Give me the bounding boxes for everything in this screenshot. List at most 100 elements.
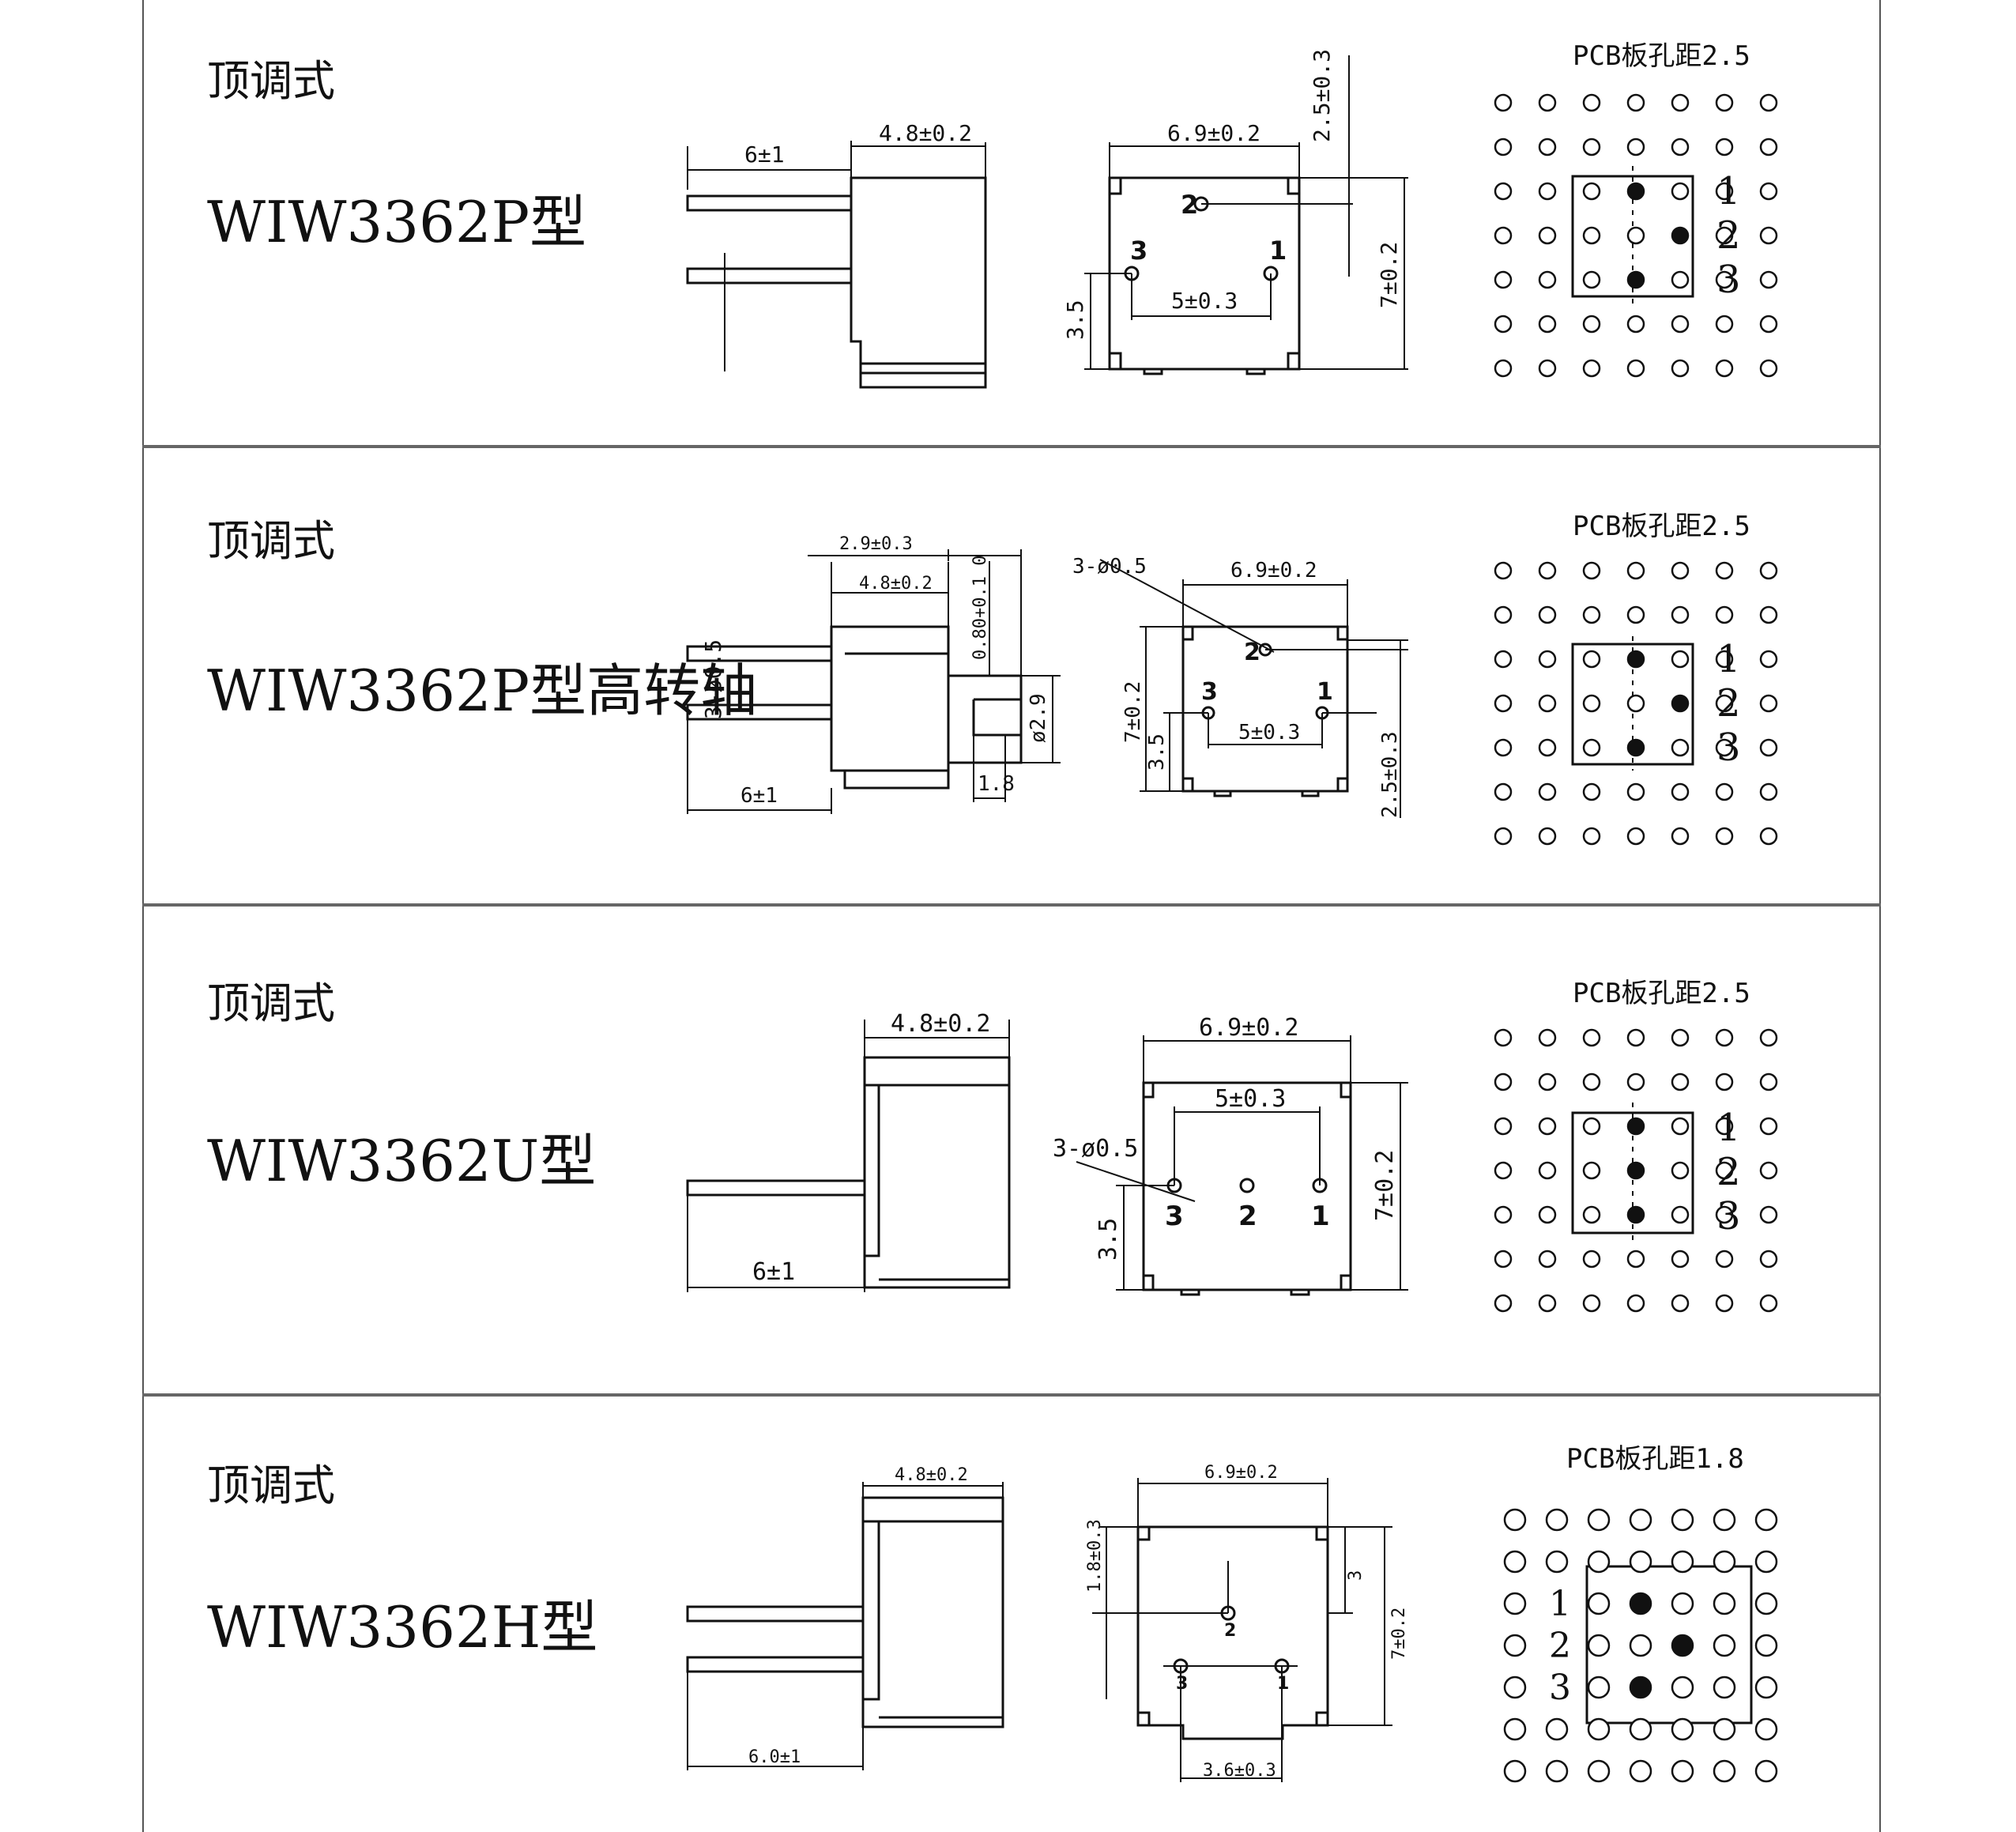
pcb-hole bbox=[1582, 1250, 1601, 1268]
pcb-hole bbox=[1494, 1117, 1513, 1136]
dim-pin-spacing: 3.6±0.3 bbox=[1203, 1761, 1276, 1781]
pcb-hole bbox=[1759, 561, 1778, 580]
section-divider bbox=[142, 1393, 1881, 1397]
pcb-hole bbox=[1715, 1294, 1734, 1313]
pcb-pin-label: 3 bbox=[1716, 258, 1741, 302]
pcb-hole bbox=[1494, 650, 1513, 669]
dim-pins: 3-ø0.5 bbox=[1072, 555, 1147, 579]
pcb-hole bbox=[1715, 561, 1734, 580]
pcb-hole bbox=[1629, 1634, 1652, 1657]
pcb-hole bbox=[1759, 1161, 1778, 1180]
pcb-hole bbox=[1587, 1508, 1611, 1532]
pcb-hole bbox=[1494, 138, 1513, 156]
pcb-pin-label: 2 bbox=[1716, 213, 1741, 258]
pcb-hole bbox=[1494, 605, 1513, 624]
pcb-hole bbox=[1494, 694, 1513, 713]
dim-width: 6.9±0.2 bbox=[1204, 1463, 1278, 1483]
pcb-hole bbox=[1713, 1634, 1736, 1657]
dim-lead-length: 6±1 bbox=[744, 141, 785, 168]
pcb-hole bbox=[1538, 93, 1557, 112]
pcb-hole bbox=[1671, 1161, 1690, 1180]
pcb-hole bbox=[1538, 270, 1557, 289]
pcb-hole bbox=[1582, 93, 1601, 112]
pcb-hole bbox=[1754, 1759, 1778, 1783]
pcb-hole bbox=[1582, 694, 1601, 713]
pcb-pin-hole bbox=[1629, 1676, 1652, 1699]
dim-shaft-tol: 0.80+0.1 0 bbox=[970, 556, 990, 660]
pcb-hole bbox=[1582, 1117, 1601, 1136]
pcb-hole bbox=[1626, 226, 1645, 245]
pcb-hole-grid bbox=[1503, 1508, 1778, 1783]
pcb-hole bbox=[1582, 827, 1601, 846]
pcb-hole bbox=[1582, 270, 1601, 289]
pcb-hole bbox=[1582, 359, 1601, 378]
pcb-hole bbox=[1538, 1161, 1557, 1180]
pcb-hole bbox=[1626, 138, 1645, 156]
dim-right-offset: 3 bbox=[1346, 1570, 1366, 1581]
pcb-hole bbox=[1626, 1028, 1645, 1047]
pcb-hole bbox=[1626, 1072, 1645, 1091]
pcb-hole bbox=[1494, 1072, 1513, 1091]
dim-lead-length: 6±1 bbox=[740, 784, 778, 808]
pcb-hole bbox=[1626, 1294, 1645, 1313]
pcb-hole bbox=[1715, 182, 1734, 201]
pcb-hole bbox=[1671, 138, 1690, 156]
pcb-hole bbox=[1759, 182, 1778, 201]
pcb-hole bbox=[1626, 561, 1645, 580]
pcb-hole bbox=[1671, 1717, 1694, 1741]
pcb-hole bbox=[1503, 1508, 1527, 1532]
pin-label: 3 bbox=[1201, 678, 1218, 706]
pcb-hole bbox=[1582, 605, 1601, 624]
pcb-hole bbox=[1494, 226, 1513, 245]
pcb-hole bbox=[1538, 226, 1557, 245]
dim-body-depth: 4.8±0.2 bbox=[895, 1465, 968, 1485]
pcb-hole bbox=[1494, 182, 1513, 201]
pcb-hole bbox=[1715, 782, 1734, 801]
pcb-pin-hole bbox=[1671, 694, 1690, 713]
pcb-hole bbox=[1582, 138, 1601, 156]
pcb-hole bbox=[1671, 1250, 1690, 1268]
pcb-pin-label: 1 bbox=[1716, 637, 1741, 681]
pcb-hole bbox=[1671, 782, 1690, 801]
pcb-hole bbox=[1587, 1592, 1611, 1615]
pcb-hole bbox=[1582, 1294, 1601, 1313]
pcb-pin-hole bbox=[1671, 1634, 1694, 1657]
pcb-hole bbox=[1494, 1205, 1513, 1224]
pcb-hole bbox=[1545, 1759, 1569, 1783]
pcb-hole bbox=[1754, 1592, 1778, 1615]
pcb-hole bbox=[1671, 738, 1690, 757]
section-divider bbox=[142, 445, 1881, 448]
pcb-hole bbox=[1759, 1294, 1778, 1313]
drawing-wiw3362p-high-shaft: 2.9±0.3 4.8±0.2 0.80+0.1 0 ø2.9 6±1 1.8 … bbox=[686, 511, 1778, 846]
dim-shaft-dia: ø2.9 bbox=[1027, 693, 1050, 743]
pcb-hole bbox=[1538, 1205, 1557, 1224]
pcb-hole bbox=[1494, 270, 1513, 289]
pcb-hole bbox=[1715, 605, 1734, 624]
pcb-hole bbox=[1759, 226, 1778, 245]
pcb-hole bbox=[1545, 1508, 1569, 1532]
product-section-wiw3362u: 顶调式 WIW3362U型 4.8±0.2 6±1 bbox=[144, 905, 1879, 1393]
dim-lead-length: 6±1 bbox=[752, 1258, 795, 1286]
dim-pin-height: 3.5 bbox=[1095, 1218, 1122, 1261]
pcb-hole bbox=[1754, 1550, 1778, 1574]
category-label: 顶调式 bbox=[207, 978, 335, 1028]
pcb-hole bbox=[1626, 827, 1645, 846]
pcb-hole bbox=[1715, 1072, 1734, 1091]
pcb-hole bbox=[1629, 1550, 1652, 1574]
section-divider bbox=[142, 903, 1881, 907]
pcb-hole bbox=[1671, 270, 1690, 289]
pcb-hole bbox=[1759, 738, 1778, 757]
pcb-hole bbox=[1759, 1072, 1778, 1091]
dim-lead-length: 6.0±1 bbox=[748, 1747, 801, 1767]
drawing-wiw3362h: 4.8±0.2 6.0±1 6.9±0.2 1.8±0.3 3 7±0.2 3.… bbox=[686, 1443, 1778, 1783]
pcb-hole bbox=[1671, 827, 1690, 846]
model-name: WIW3362H型 bbox=[207, 1594, 598, 1660]
pcb-title: PCB板孔距2.5 bbox=[1573, 40, 1750, 72]
pcb-hole bbox=[1494, 359, 1513, 378]
pcb-title: PCB板孔距1.8 bbox=[1566, 1443, 1744, 1475]
pcb-hole-grid bbox=[1494, 1028, 1778, 1313]
pcb-hole bbox=[1671, 1592, 1694, 1615]
pcb-hole bbox=[1494, 1028, 1513, 1047]
dim-pin-spacing: 5±0.3 bbox=[1215, 1085, 1286, 1113]
pcb-hole bbox=[1538, 1294, 1557, 1313]
